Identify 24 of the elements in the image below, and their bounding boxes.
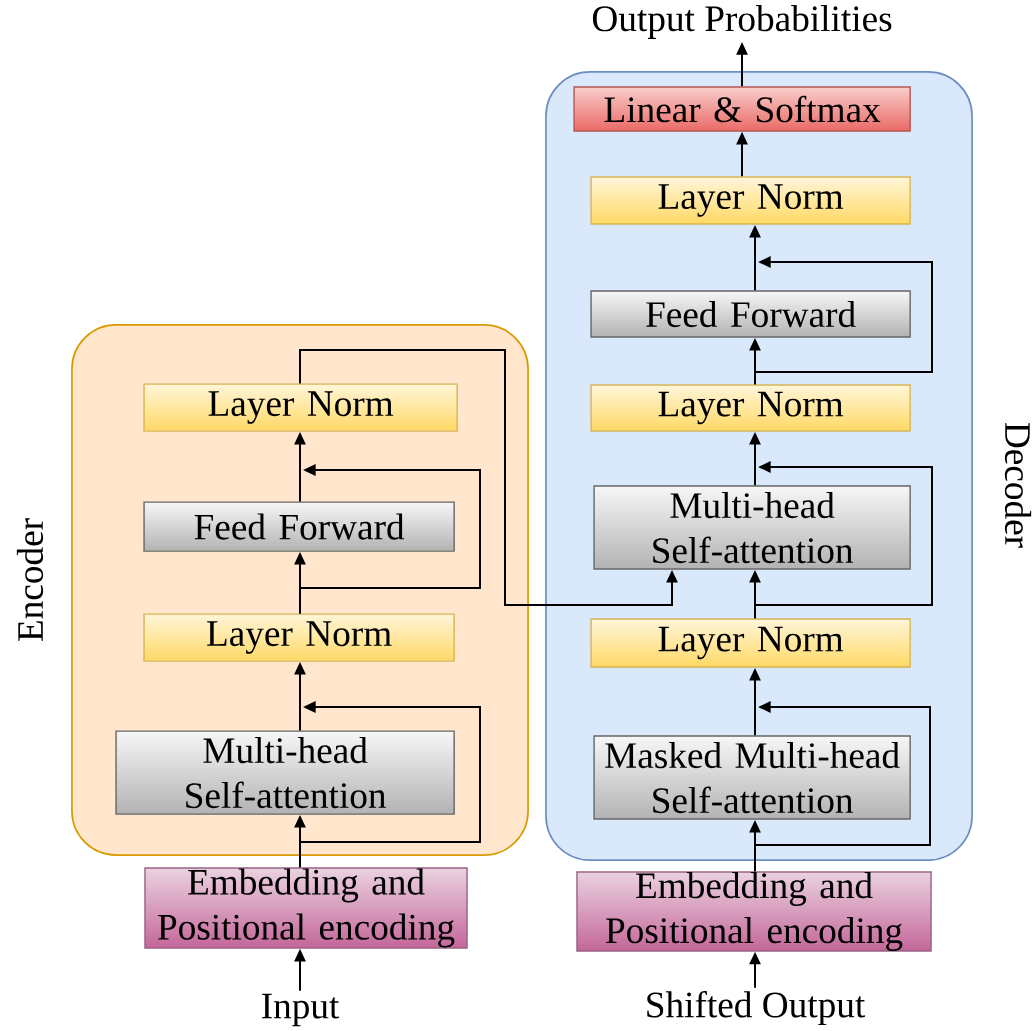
- arrow: [299, 701, 481, 869]
- flow-label: Input: [262, 993, 340, 1027]
- embedding-box: Embedding and Positional encoding: [144, 867, 468, 949]
- arrow: [299, 349, 678, 606]
- layer-norm-box: Layer Norm: [590, 618, 911, 668]
- arrow: [754, 256, 933, 386]
- panel-heading: Decoder: [1004, 423, 1032, 548]
- layer-norm-box: Layer Norm: [143, 383, 458, 432]
- arrow: [299, 464, 481, 615]
- process-box: Masked Multi-head Self-attention: [593, 735, 911, 820]
- process-box: Feed Forward: [143, 501, 455, 552]
- arrow: [754, 461, 933, 620]
- flow-label: Shifted Output: [647, 990, 866, 1026]
- output-box: Linear & Softmax: [573, 86, 911, 132]
- process-box: Feed Forward: [590, 290, 911, 338]
- layer-norm-box: Layer Norm: [143, 613, 455, 662]
- flow-label: Output Probabilities: [592, 5, 892, 39]
- process-box: Multi-head Self-attention: [593, 485, 911, 570]
- embedding-box: Embedding and Positional encoding: [576, 871, 932, 952]
- layer-norm-box: Layer Norm: [590, 176, 911, 225]
- layer-norm-box: Layer Norm: [590, 384, 911, 432]
- arrow: [754, 701, 931, 873]
- panel-heading: Encoder: [16, 518, 44, 641]
- process-box: Multi-head Self-attention: [115, 730, 455, 815]
